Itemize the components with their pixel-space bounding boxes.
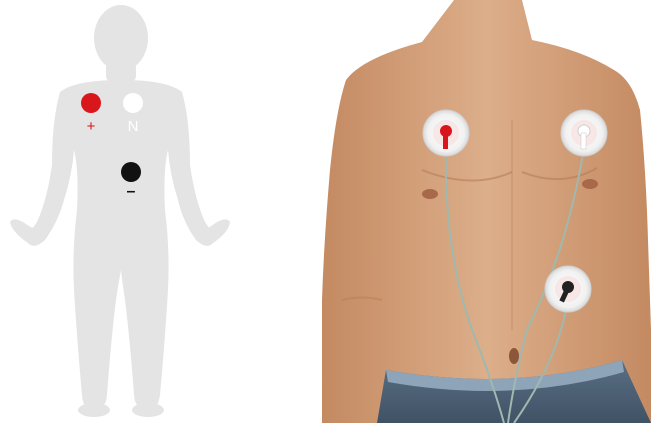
human-silhouette [10,5,230,417]
electrode-photo [322,0,651,423]
positive-electrode-pad [423,110,469,156]
negative-electrode-label: – [127,183,136,200]
right-nipple [582,179,598,189]
left-nipple [422,189,438,199]
torso-skin [322,0,651,423]
electrode-placement-diagram: + N – [0,0,230,423]
positive-electrode-label: + [87,118,96,135]
navel [509,348,519,364]
neutral-electrode-label: N [128,118,139,135]
torso-photo [322,0,651,423]
negative-electrode-pad [545,266,591,312]
positive-electrode-dot [81,93,101,113]
neutral-electrode-dot [123,93,143,113]
negative-electrode-dot [121,162,141,182]
neutral-electrode-pad [561,110,607,156]
body-silhouette: + N – [0,0,230,423]
